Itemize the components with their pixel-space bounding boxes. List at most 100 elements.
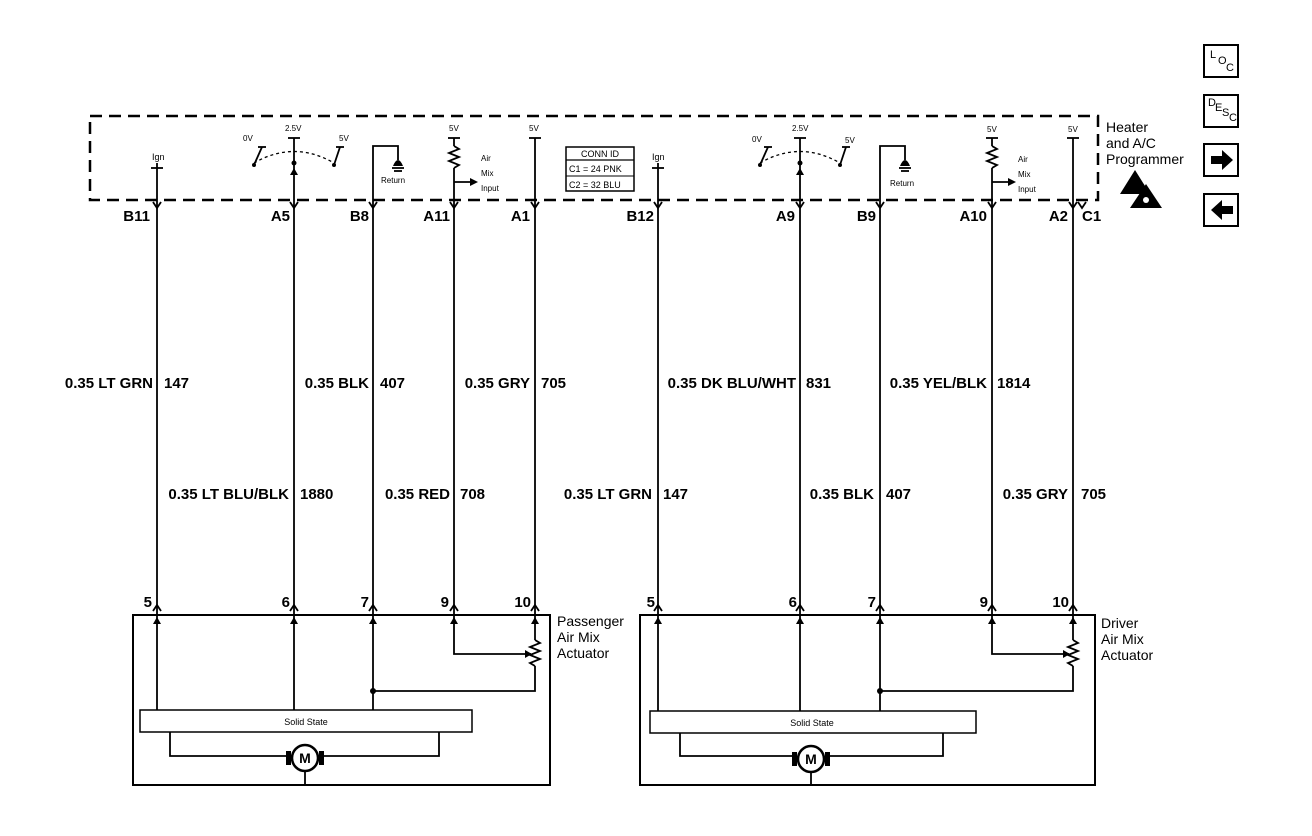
esd-warning-icon [1120,170,1162,208]
ref-5v-label-a2: 5V [1068,125,1078,134]
return-lead-b9 [879,145,906,200]
passenger-motor-brush-left [286,751,291,765]
connector-chevron-b8 [368,201,378,210]
pin-label-a2: A2 [1049,208,1068,225]
module-internals [151,137,1079,200]
pin-label-b11: B11 [123,208,150,225]
zero-v-label-1: 0V [243,134,253,143]
passenger-motor-label: M [299,750,311,766]
driver-internal-arrow-0 [654,617,662,624]
connector-chevron-a9 [795,201,805,210]
resistor-icon-a11 [446,145,462,169]
driver-motor-lead-left [679,733,793,757]
connector-chevron-b12 [653,201,663,210]
air-mix-input-1-line-2: Mix [481,169,493,178]
five-v-dot-a5 [332,163,336,167]
actuator-chevron-8 [987,603,997,612]
two-five-v-label-1: 2.5V [285,124,302,133]
wire-color-147-upper: 0.35 LT GRN [65,375,153,392]
conn-id-header: CONN ID [581,149,620,159]
driver-pot-resistor-icon [1065,639,1081,667]
loc-letter-o: O [1218,55,1227,67]
passenger-motor-brush-right [319,751,324,765]
wire-circuit-705-lower: 705 [1081,486,1106,503]
zero-v-dot-a5 [252,163,256,167]
actuator-chevron-4 [530,603,540,612]
wire-color-407-upper: 0.35 BLK [305,375,369,392]
pin-label-b12: B12 [626,208,654,225]
conn-id-row-c2: C2 = 32 BLU [569,180,621,190]
air-mix-input-2-line-1: Air [1018,155,1028,164]
air-mix-arrow-head-a11 [470,178,478,186]
driver-actuator-box [639,614,1096,786]
wire-color-708-lower: 0.35 RED [385,486,450,503]
position-arrow-a5 [290,168,298,175]
conn-id-row-c1: C1 = 24 PNK [569,164,622,174]
actuator-chevron-6 [795,603,805,612]
driver-solid-state-label: Solid State [790,718,834,728]
passenger-solid-state-label: Solid State [284,717,328,727]
loc-button[interactable]: L O C [1203,44,1239,78]
return-lead-b8 [372,145,399,200]
driver-actuator-title-3: Actuator [1101,647,1153,663]
wire-color-705-upper: 0.35 GRY [465,375,530,392]
desc-letter-e: E [1215,102,1223,114]
five-v-switch-a5 [333,146,341,166]
wire-circuit-705-upper: 705 [541,375,566,392]
driver-pin-5: 5 [647,594,655,611]
passenger-internal-arrow-1 [290,617,298,624]
driver-pin-9: 9 [980,594,988,611]
module-title-line-3: Programmer [1106,151,1184,167]
conn-id-box: CONN ID C1 = 24 PNK C2 = 32 BLU [565,146,635,192]
five-v-switch-a9 [839,146,847,166]
driver-motor-brush-left [792,752,797,766]
five-v-label-1: 5V [339,134,349,143]
driver-motor-brush-right [825,752,830,766]
connector-chevron-a2 [1068,201,1078,210]
resistor-icon-a10 [984,145,1000,169]
actuator-chevron-5 [653,603,663,612]
passenger-actuator-title-3: Actuator [557,645,609,661]
next-page-button[interactable] [1203,143,1239,177]
actuator-chevron-1 [289,603,299,612]
module-title-line-1: Heater [1106,119,1148,135]
driver-pot-return-lead [880,666,1074,692]
ref-5v-label-a1: 5V [529,124,539,133]
desc-letter-d: D [1208,97,1216,109]
programmer-module-outline [88,114,1100,202]
wires-layer [152,200,1087,614]
wire-circuit-147-lower: 147 [663,486,688,503]
pin-label-a10: A10 [959,208,987,225]
passenger-pin10-arrow [531,617,539,624]
wire-circuit-1814-upper: 1814 [997,375,1031,392]
actuator-chevron-7 [875,603,885,612]
pin-label-b8: B8 [350,208,369,225]
five-v-label-2: 5V [845,136,855,145]
air-mix-arrow-head-a10 [1008,178,1016,186]
prev-page-button[interactable] [1203,193,1239,227]
passenger-motor-lead-left [169,732,287,757]
connector-chevron-b11 [152,201,162,210]
driver-pin-6: 6 [789,594,797,611]
zero-v-label-2: 0V [752,135,762,144]
connector-chevron-a10 [987,201,997,210]
wire-circuit-1880-lower: 1880 [300,486,333,503]
position-dot-a5 [291,160,297,166]
passenger-pin-9: 9 [441,594,449,611]
return-label-1: Return [381,176,405,185]
driver-motor-lead-right [829,733,944,757]
actuator-layer [153,616,1081,786]
desc-letter-s: S [1222,107,1230,119]
actuator-chevron-0 [152,603,162,612]
desc-button[interactable]: D E S C [1203,94,1239,128]
pin-label-c1: C1 [1082,208,1101,225]
driver-pin10-arrow [1069,617,1077,624]
pin-label-a9: A9 [776,208,795,225]
driver-pin-10: 10 [1052,594,1069,611]
return-label-2: Return [890,179,914,188]
driver-pot-wiper-arrow [1063,650,1070,658]
pin-label-b9: B9 [857,208,876,225]
module-title-line-2: and A/C [1106,135,1156,151]
air-mix-input-1-line-1: Air [481,154,491,163]
